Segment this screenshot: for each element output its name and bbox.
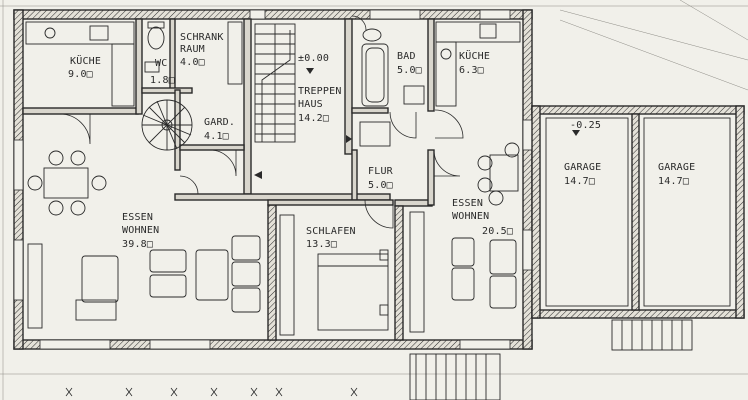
hallway-wardrobe bbox=[359, 121, 391, 147]
essen-wohnen-right-name-1: ESSEN bbox=[452, 198, 483, 209]
essen-wohnen-right-area: 20.5□ bbox=[482, 226, 513, 237]
stair-level: ±0.00 bbox=[298, 53, 329, 64]
entrance-steps bbox=[409, 353, 501, 400]
schrankraum-area: 4.0□ bbox=[180, 57, 205, 68]
interior-walls bbox=[22, 18, 435, 341]
garage-2-name: GARAGE bbox=[658, 162, 695, 173]
garage-1-name: GARAGE bbox=[564, 162, 601, 173]
dining-set-left bbox=[27, 150, 107, 216]
garage-1-area: 14.7□ bbox=[564, 176, 595, 187]
wc-name: WC bbox=[155, 58, 167, 69]
essen-wohnen-left-area: 39.8□ bbox=[122, 239, 153, 250]
kueche-right-area: 6.3□ bbox=[459, 65, 484, 76]
kueche-left-name: KÜCHE bbox=[70, 54, 101, 67]
bathroom-fixtures bbox=[361, 28, 425, 107]
essen-wohnen-left-name-2: WOHNEN bbox=[122, 225, 159, 236]
garage-block bbox=[531, 105, 745, 319]
direction-markers bbox=[254, 68, 580, 179]
wc-fixtures bbox=[144, 21, 165, 73]
windows bbox=[13, 9, 533, 350]
dining-set-left-2 bbox=[75, 299, 117, 321]
kueche-right-name: KÜCHE bbox=[459, 49, 490, 62]
door-swings bbox=[59, 15, 464, 229]
schlafen-name: SCHLAFEN bbox=[306, 226, 356, 237]
essen-wohnen-right-name-2: WOHNEN bbox=[452, 211, 489, 222]
flur-name: FLUR bbox=[368, 166, 394, 177]
straight-staircase bbox=[254, 23, 296, 143]
dining-set-right bbox=[477, 142, 520, 206]
sofa-group-left bbox=[27, 235, 261, 329]
wc-area: 1.8□ bbox=[150, 75, 175, 86]
grid-marks bbox=[65, 387, 358, 397]
garage-2-area: 14.7□ bbox=[658, 176, 689, 187]
treppenhaus-area: 14.2□ bbox=[298, 113, 329, 124]
bad-name: BAD bbox=[397, 51, 416, 62]
essen-wohnen-left-name-1: ESSEN bbox=[122, 212, 153, 223]
spiral-staircase bbox=[141, 99, 193, 151]
kueche-left-area: 9.0□ bbox=[68, 69, 93, 80]
gard-area: 4.1□ bbox=[204, 131, 229, 142]
schrankraum-name-2: RAUM bbox=[180, 44, 205, 55]
bedroom-furniture bbox=[279, 214, 389, 336]
garage-level: -0.25 bbox=[570, 120, 601, 131]
kitchen-left-counter bbox=[25, 21, 135, 107]
closet-shelves bbox=[227, 21, 243, 85]
schrankraum-name-1: SCHRANK bbox=[180, 32, 224, 43]
flur-area: 5.0□ bbox=[368, 180, 393, 191]
kitchen-right-counter bbox=[435, 21, 521, 107]
treppenhaus-name-1: TREPPEN bbox=[298, 86, 342, 97]
sofa-group-right bbox=[409, 211, 517, 333]
bad-area: 5.0□ bbox=[397, 65, 422, 76]
garage-steps bbox=[611, 319, 693, 351]
gard-name: GARD. bbox=[204, 117, 235, 128]
treppenhaus-name-2: HAUS bbox=[298, 99, 323, 110]
schlafen-area: 13.3□ bbox=[306, 239, 337, 250]
